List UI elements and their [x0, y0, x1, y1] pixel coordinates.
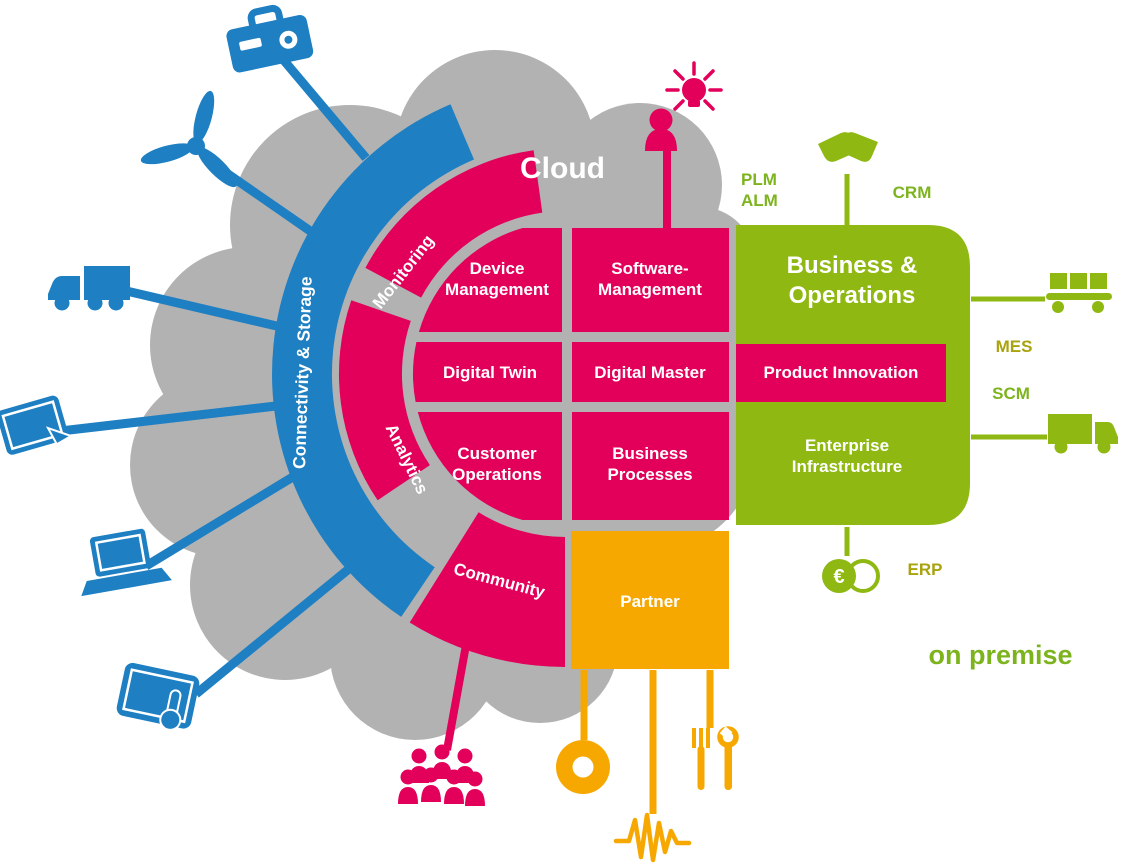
- partner-label: Partner: [620, 592, 680, 611]
- digital-master-box: [572, 342, 729, 402]
- device-management-label: Device Management: [445, 259, 549, 299]
- community-connector-line: [443, 644, 470, 751]
- laptop-icon: [81, 528, 172, 597]
- plm-alm-label: PLM ALM: [741, 170, 778, 210]
- toolbox-icon: [226, 4, 314, 73]
- business-processes-label: Business Processes: [607, 444, 693, 484]
- tablet-hand-icon: [116, 662, 200, 731]
- toolbox-line: [277, 54, 370, 161]
- software-management-box: [572, 228, 729, 332]
- euro-symbol: €: [833, 566, 844, 588]
- scm-label: SCM: [992, 384, 1030, 403]
- partner-connector-lines: [580, 670, 714, 814]
- enterprise-infrastructure-label: Enterprise Infrastructure: [791, 436, 903, 476]
- cloud-label: Cloud: [520, 152, 605, 185]
- euro-coins-icon: €: [822, 559, 880, 593]
- ring-icon: [556, 740, 610, 794]
- handshake-icon: [818, 132, 878, 162]
- mes-label: MES: [995, 337, 1033, 356]
- customer-operations-box: [417, 412, 562, 520]
- business-processes-box: [572, 412, 729, 520]
- laptop-line: [143, 471, 299, 570]
- delivery-truck-icon: [1048, 414, 1118, 454]
- community-arc: [409, 512, 565, 667]
- device-connector-lines: [51, 54, 370, 698]
- product-innovation-band: [736, 344, 946, 402]
- analytics-arc: [338, 300, 430, 501]
- software-management-label: Software- Management: [598, 259, 702, 299]
- digital-twin-box: [412, 342, 562, 402]
- business-connector-lines: [844, 174, 1047, 556]
- module-boxes: [412, 228, 729, 520]
- signal-wave-icon: [613, 812, 692, 863]
- mobile-line: [193, 564, 353, 698]
- partner-box: [571, 531, 729, 669]
- fork-wrench-icon: [692, 726, 739, 790]
- wind-turbine-icon: [140, 90, 238, 188]
- on-premise-label: on premise: [928, 640, 1073, 670]
- idea-person-icon: [645, 61, 723, 151]
- device-management-box: [418, 228, 562, 332]
- digital-master-label: Digital Master: [594, 363, 706, 382]
- crm-label: CRM: [892, 183, 932, 202]
- connectivity-arc: [272, 104, 474, 617]
- product-innovation-label: Product Innovation: [763, 363, 919, 382]
- truck-icon: [48, 266, 130, 311]
- customer-operations-label: Customer Operations: [452, 444, 542, 484]
- digital-twin-label: Digital Twin: [442, 363, 538, 382]
- tablet-stylus-icon: [0, 395, 74, 455]
- business-operations-title: Business & Operations: [786, 252, 918, 309]
- tablet-line: [51, 401, 277, 437]
- monitoring-arc: [365, 150, 543, 298]
- community-people-icon: [398, 744, 485, 806]
- truck-line: [120, 285, 283, 332]
- conveyor-icon: [1046, 273, 1112, 313]
- erp-label: ERP: [907, 560, 943, 579]
